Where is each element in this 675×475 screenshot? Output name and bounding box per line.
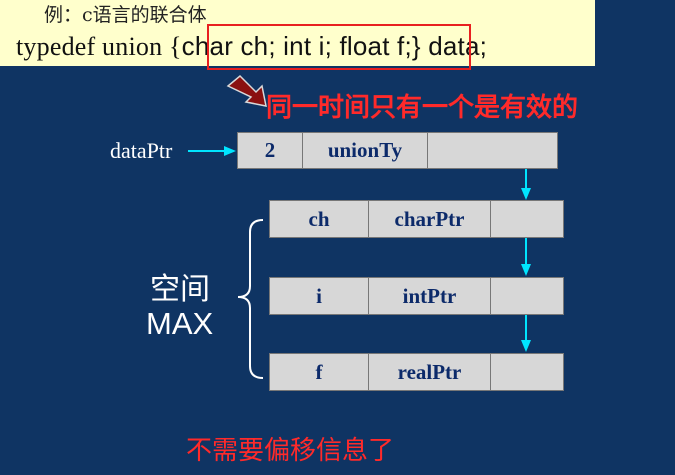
header-next-cell [427,132,558,169]
members-highlight-box [207,24,471,70]
typedef-code-line: typedef union {char ch; int i; float f;}… [16,31,487,62]
example-label: 例：c语言的联合体 [44,4,207,26]
member-next-cell [490,353,564,391]
member-next-cell [490,200,564,238]
code-members: char ch; int i; float f; [181,31,412,61]
header-type-cell: unionTy [302,132,428,169]
code-suffix: } data; [411,31,488,61]
member-next-cell [490,277,564,315]
dataptr-arrow [188,146,236,156]
space-label: 空间 [150,272,210,307]
code-prefix: typedef union { [16,32,182,61]
dataptr-label: dataPtr [110,138,173,163]
no-offset-note: 不需要偏移信息了 [186,436,395,466]
space-brace [237,219,264,379]
member-type-cell: realPtr [368,353,491,391]
member-type-cell: charPtr [368,200,491,238]
code-banner [0,0,595,66]
member-name-cell: i [269,277,369,315]
member-name-cell: ch [269,200,369,238]
note-pointer-arrow [226,74,267,107]
member-name-cell: f [269,353,369,391]
max-label: MAX [146,306,214,341]
member-type-cell: intPtr [368,277,491,315]
header-count-cell: 2 [237,132,303,169]
one-valid-note: 同一时间只有一个是有效的 [266,93,579,123]
